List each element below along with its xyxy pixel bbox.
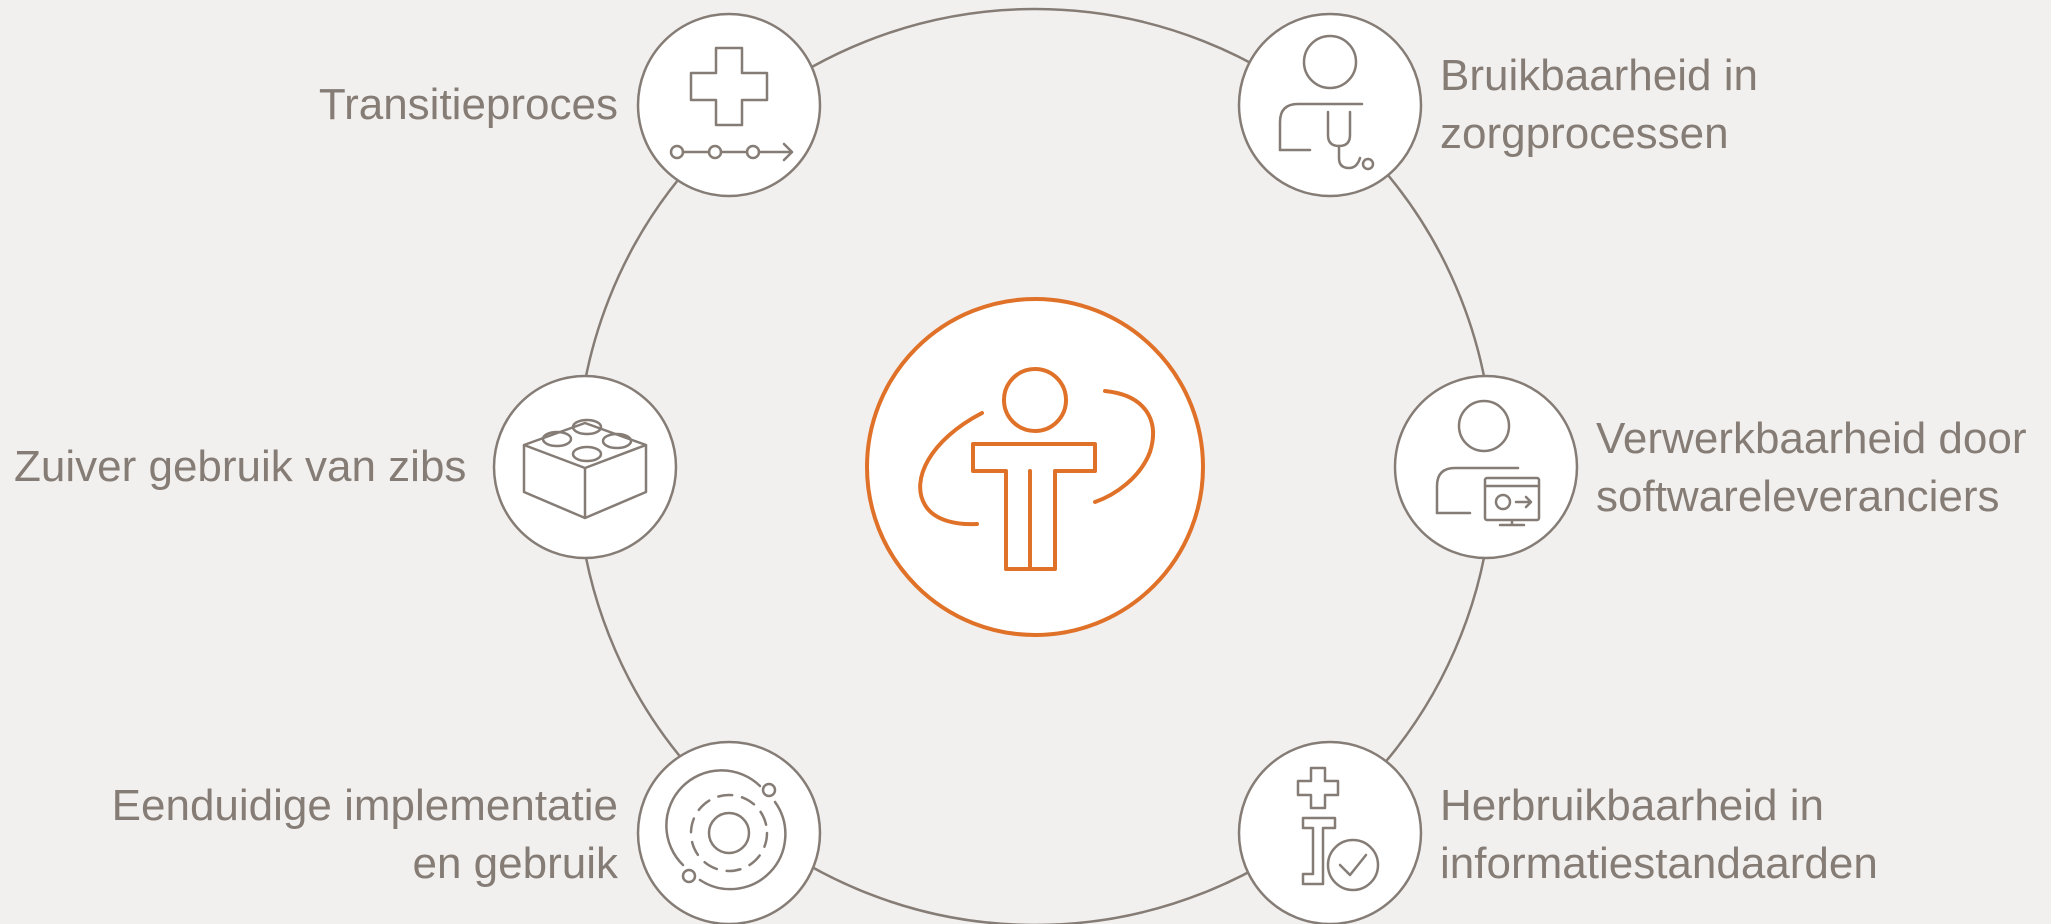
label-transitieproces: Transitieproces	[319, 76, 618, 134]
node-eenduidige	[636, 740, 822, 924]
label-line: Eenduidige implementatie	[111, 781, 618, 830]
node-herbruikbaarheid	[1237, 740, 1423, 924]
label-eenduidige: Eenduidige implementatie en gebruik	[112, 777, 618, 893]
label-zuiver: Zuiver gebruik van zibs	[14, 438, 466, 496]
center-node	[865, 297, 1205, 637]
label-line: Bruikbaarheid in	[1440, 51, 1758, 100]
label-line: Transitieproces	[318, 80, 618, 129]
cross-check-icon	[1296, 766, 1380, 892]
label-line: Zuiver gebruik van zibs	[14, 442, 467, 491]
node-transitieproces	[636, 12, 822, 198]
user-settings-monitor-icon	[1435, 399, 1541, 527]
gear-cycle-icon	[665, 769, 787, 891]
label-line: en gebruik	[412, 839, 618, 888]
cross-timeline-icon	[669, 46, 794, 162]
label-bruikbaarheid: Bruikbaarheid in zorgprocessen	[1440, 47, 1758, 163]
label-herbruikbaarheid: Herbruikbaarheid in informatiestandaarde…	[1440, 777, 1878, 893]
node-verwerkbaarheid	[1393, 374, 1579, 560]
label-line: softwareleveranciers	[1596, 472, 2000, 521]
label-line: Verwerkbaarheid door	[1596, 414, 2027, 463]
node-bruikbaarheid	[1237, 12, 1423, 198]
label-line: zorgprocessen	[1440, 109, 1729, 158]
person-logo-icon	[918, 367, 1155, 571]
label-line: informatiestandaarden	[1440, 839, 1878, 888]
label-verwerkbaarheid: Verwerkbaarheid door softwareleverancier…	[1596, 410, 2026, 526]
building-block-icon	[522, 418, 648, 520]
label-line: Herbruikbaarheid in	[1440, 781, 1824, 830]
doctor-stethoscope-icon	[1278, 34, 1375, 171]
node-zuiver	[492, 374, 678, 560]
